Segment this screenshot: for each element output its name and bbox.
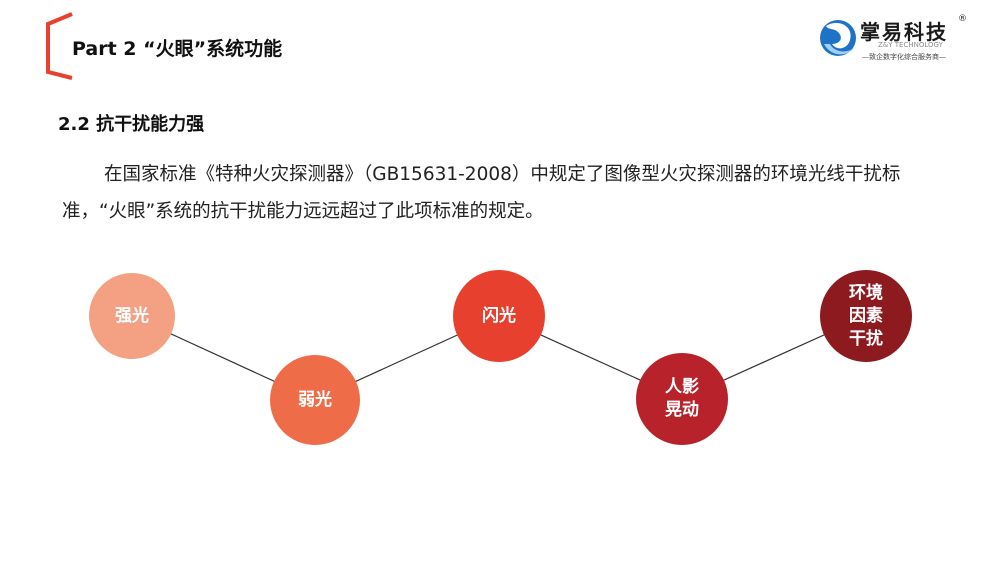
section-heading: 2.2 抗干扰能力强 xyxy=(58,114,205,135)
page-title: Part 2 “火眼”系统功能 xyxy=(72,38,283,60)
diagram-node-circle xyxy=(636,353,728,445)
diagram-node-circle xyxy=(453,270,545,362)
logo-name: 掌易科技 xyxy=(860,20,948,44)
logo-english-name: Z&Y TECHNOLOGY xyxy=(878,41,943,49)
section-paragraph: 在国家标准《特种火灾探测器》（GB15631-2008）中规定了图像型火灾探测器… xyxy=(62,164,901,222)
diagram-node-label: 环境因素干扰 xyxy=(849,282,883,349)
diagram-node-label: 人影晃动 xyxy=(665,377,699,420)
header-bracket-icon xyxy=(46,12,73,80)
diagram-node-label: 强光 xyxy=(115,305,149,326)
diagram-node-label: 弱光 xyxy=(298,389,332,410)
logo-slogan: —致企数字化综合服务商— xyxy=(862,53,946,61)
diagram-node-circle xyxy=(270,355,360,445)
logo-registered-mark: ® xyxy=(958,14,967,24)
diagram-node-label: 闪光 xyxy=(482,305,516,326)
diagram-node-circle xyxy=(89,273,175,359)
logo-mark-icon xyxy=(820,20,856,56)
diagram-node-circle xyxy=(820,270,912,362)
company-logo: 掌易科技 ® Z&Y TECHNOLOGY —致企数字化综合服务商— xyxy=(816,14,976,64)
